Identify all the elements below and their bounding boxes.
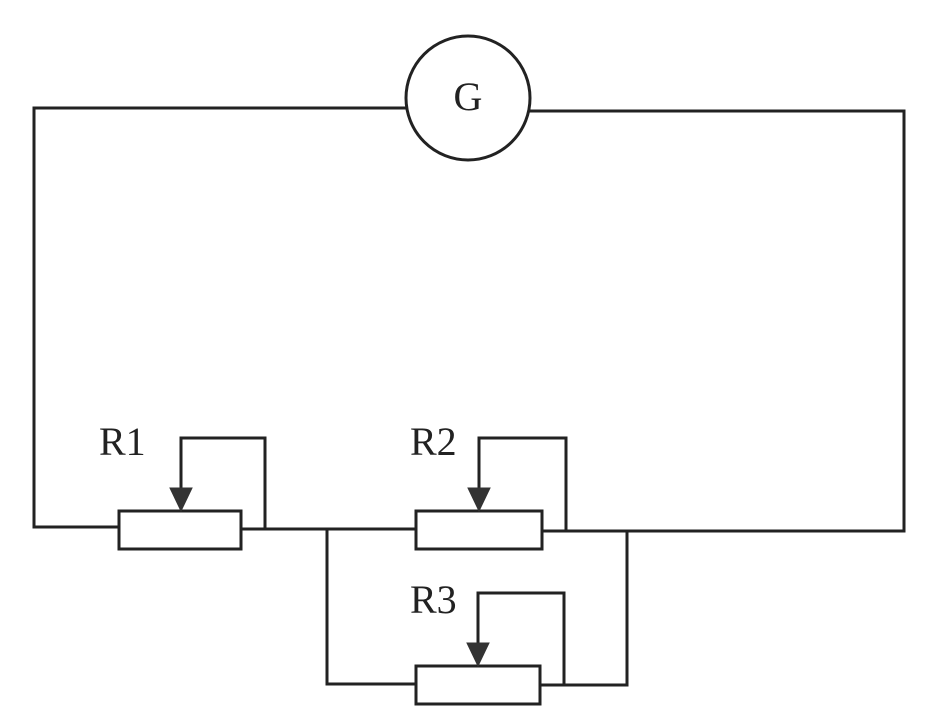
galvanometer-label: G [454,74,483,119]
resistor-r3: R3 [410,577,566,706]
r3-wiper-arrow-icon [466,642,490,668]
wire-parallel-return [538,529,629,687]
wire-top-left [32,106,409,529]
wire-top-right [527,109,906,533]
r3-body [414,664,542,706]
r2-body [414,509,544,551]
resistor-r1: R1 [99,419,267,551]
r2-label: R2 [410,419,457,464]
r1-wiper-arrow-icon [169,487,193,513]
wires [32,106,906,687]
r3-wiper-lead [476,591,566,686]
wire-parallel-branch [325,527,418,686]
r1-body [117,509,243,551]
resistor-r2: R2 [410,419,568,551]
galvanometer-circle [404,34,532,162]
galvanometer: G [404,34,532,162]
r3-label: R3 [410,577,457,622]
r2-wiper-arrow-icon [467,487,491,513]
r1-wiper-lead [179,436,267,529]
r2-wiper-lead [477,436,568,531]
r1-label: R1 [99,419,146,464]
